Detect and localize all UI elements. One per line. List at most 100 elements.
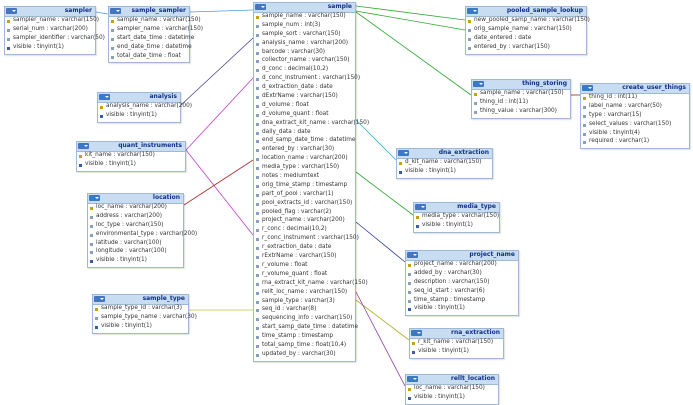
relation-line bbox=[189, 9, 254, 13]
table-title: sampler bbox=[64, 7, 92, 14]
table-title: project_name bbox=[469, 251, 515, 258]
table-header[interactable]: location bbox=[88, 194, 183, 204]
field-list: sampler_name : varchar(150)serial_num : … bbox=[5, 17, 105, 54]
field-row: d_kit_name : varchar(150) bbox=[397, 159, 492, 169]
field-row: latitude : varchar(100) bbox=[88, 240, 183, 250]
table-menu-icon[interactable] bbox=[255, 4, 266, 10]
table-dna-extraction[interactable]: dna_extraction d_kit_name : varchar(150)v… bbox=[396, 148, 493, 179]
field-row: total_date_time : float bbox=[109, 53, 189, 63]
table-header[interactable]: media_type bbox=[414, 203, 499, 213]
table-sampler[interactable]: sampler sampler_name : varchar(150)serial… bbox=[4, 6, 105, 55]
field-row: added_by : varchar(30) bbox=[406, 270, 518, 280]
field-row: analysis_name : varchar(200) bbox=[98, 103, 192, 113]
table-menu-icon[interactable] bbox=[407, 376, 418, 382]
field-row: visible : tinyint(1) bbox=[98, 112, 180, 122]
table-menu-icon[interactable] bbox=[415, 204, 426, 210]
field-row: orig_sample_name : varchar(150) bbox=[466, 26, 586, 36]
table-title: rellt_location bbox=[450, 375, 495, 382]
field-row: notes : mediumtext bbox=[254, 173, 355, 183]
field-row: end_date_time : datetime bbox=[109, 44, 192, 54]
table-menu-icon[interactable] bbox=[6, 8, 17, 14]
field-row: start_date_time : datetime bbox=[109, 35, 194, 45]
field-row: visible : tinyint(4) bbox=[581, 130, 689, 140]
table-header[interactable]: project_name bbox=[406, 251, 518, 261]
field-row: orig_time_stamp : timestamp bbox=[254, 182, 355, 192]
field-list: project_name : varchar(200)added_by : va… bbox=[406, 261, 518, 315]
field-list: sample_type_id : varchar(3)sample_type_n… bbox=[93, 305, 197, 333]
field-row: daily_data : date bbox=[254, 129, 355, 139]
field-list: loc_name : varchar(200)address : varchar… bbox=[88, 204, 197, 267]
table-menu-icon[interactable] bbox=[89, 195, 100, 201]
field-row: project_name : varchar(200) bbox=[406, 261, 518, 271]
table-title: rna_extraction bbox=[451, 329, 500, 336]
table-menu-icon[interactable] bbox=[467, 8, 478, 14]
field-row: environmental_type : varchar(200) bbox=[88, 231, 197, 241]
field-row: time_stamp : timestamp bbox=[254, 333, 355, 343]
relation-line bbox=[355, 5, 466, 21]
table-menu-icon[interactable] bbox=[407, 252, 418, 258]
field-row: sample_num : int(3) bbox=[254, 22, 355, 32]
table-header[interactable]: sample bbox=[254, 3, 355, 13]
table-sample-sampler[interactable]: sample_sampler sample_name : varchar(150)… bbox=[108, 6, 203, 64]
table-project-name[interactable]: project_name project_name : varchar(200)a… bbox=[405, 250, 519, 317]
table-title: location bbox=[152, 194, 180, 201]
field-list: sample_name : varchar(150)thing_id : int… bbox=[472, 90, 570, 118]
relation-line bbox=[355, 299, 410, 341]
table-title: sample_sampler bbox=[131, 7, 186, 14]
relation-line bbox=[183, 159, 254, 206]
table-header[interactable]: rna_extraction bbox=[410, 329, 503, 339]
table-menu-icon[interactable] bbox=[582, 85, 593, 91]
relation-line bbox=[185, 77, 254, 151]
table-menu-icon[interactable] bbox=[78, 143, 89, 149]
field-row: address : varchar(200) bbox=[88, 213, 183, 223]
field-row: description : varchar(150) bbox=[406, 279, 518, 289]
field-row: seq_id_start : varchar(6) bbox=[406, 288, 518, 298]
field-row: sample_name : varchar(150) bbox=[109, 17, 201, 27]
table-title: dna_extraction bbox=[438, 149, 489, 156]
table-header[interactable]: sample_sampler bbox=[109, 7, 189, 17]
field-row: visible : tinyint(1) bbox=[410, 348, 503, 358]
table-header[interactable]: thing_storing bbox=[472, 80, 570, 90]
table-title: media_type bbox=[457, 203, 496, 210]
table-header[interactable]: analysis bbox=[98, 93, 180, 103]
table-menu-icon[interactable] bbox=[411, 330, 422, 336]
table-header[interactable]: create_user_things bbox=[581, 84, 689, 94]
table-header[interactable]: sample_type bbox=[93, 295, 188, 305]
field-row: r_volume_quant : float bbox=[254, 271, 355, 281]
table-menu-icon[interactable] bbox=[99, 94, 110, 100]
table-location[interactable]: location loc_name : varchar(200)address :… bbox=[87, 193, 197, 269]
table-menu-icon[interactable] bbox=[94, 296, 105, 302]
table-menu-icon[interactable] bbox=[398, 150, 409, 156]
table-menu-icon[interactable] bbox=[473, 81, 484, 87]
field-list: d_kit_name : varchar(150)visible : tinyi… bbox=[397, 159, 492, 178]
field-list: sample_name : varchar(150)sample_num : i… bbox=[254, 13, 369, 361]
field-row: location_name : varchar(200) bbox=[254, 155, 355, 165]
field-row: sample_sort : varchar(150) bbox=[254, 31, 355, 41]
field-row: sampler_name : varchar(150) bbox=[109, 26, 203, 36]
field-row: loc_name : varchar(200) bbox=[88, 204, 183, 214]
table-menu-icon[interactable] bbox=[110, 8, 121, 14]
table-header[interactable]: rellt_location bbox=[406, 375, 498, 385]
table-header[interactable]: quant_instruments bbox=[77, 142, 185, 152]
field-row: d_conc : decimal(10,2) bbox=[254, 66, 355, 76]
field-row: date_entered : date bbox=[466, 35, 586, 45]
field-row: sample_type : varchar(3) bbox=[254, 298, 355, 308]
field-row: updated_by : varchar(30) bbox=[254, 351, 355, 361]
relation-line bbox=[355, 10, 466, 31]
field-row: media_type : varchar(150) bbox=[414, 213, 499, 223]
table-header[interactable]: sampler bbox=[5, 7, 95, 17]
field-row: sample_name : varchar(150) bbox=[472, 90, 570, 100]
table-header[interactable]: dna_extraction bbox=[397, 149, 492, 159]
table-header[interactable]: pooled_sample_lookup bbox=[466, 7, 586, 17]
field-row: entered_by : varchar(150) bbox=[466, 44, 586, 54]
